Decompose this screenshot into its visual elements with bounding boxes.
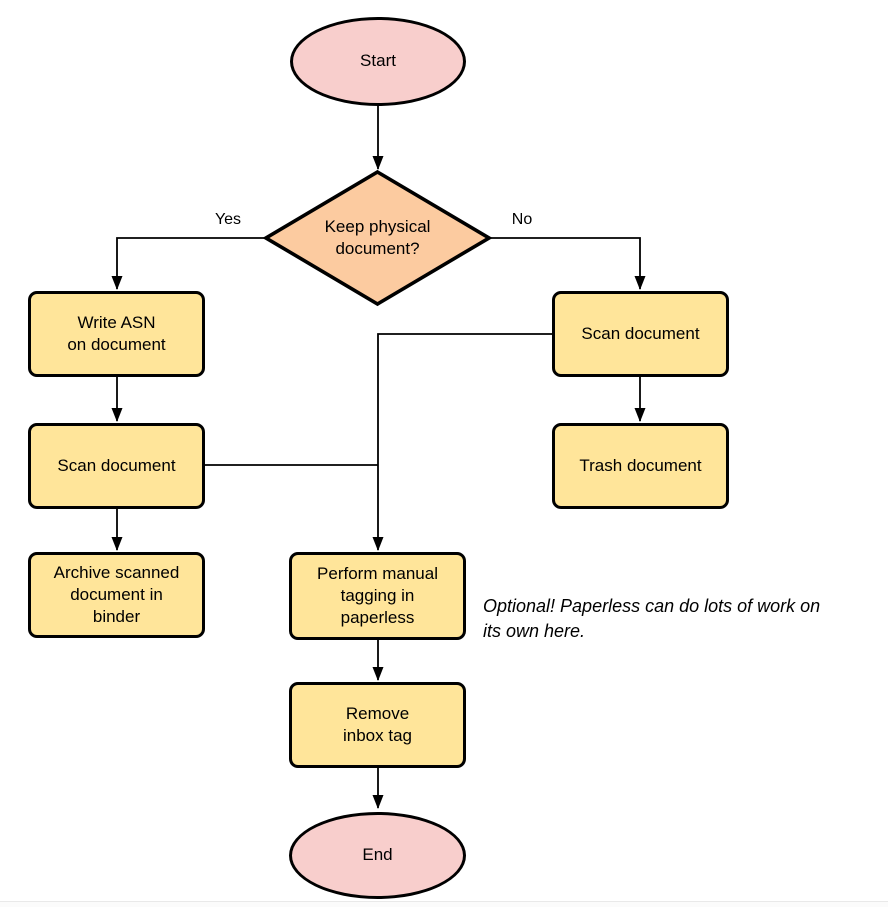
node-label-line: Perform manual — [317, 563, 438, 583]
node-label: End — [362, 845, 393, 865]
node-manual-tagging: Perform manual tagging in paperless — [289, 552, 466, 640]
optional-note-line: Optional! Paperless can do lots of work … — [483, 596, 821, 616]
node-label: Keep physical document? — [263, 169, 492, 307]
node-label-line: Archive scanned — [53, 562, 180, 582]
edge-scan-right-to-tagging — [372, 333, 552, 551]
page-bottom-divider — [0, 901, 888, 902]
diamond-shape — [262, 169, 493, 307]
node-label-line: Scan document — [57, 455, 176, 475]
node-label-line: inbox tag — [343, 726, 412, 745]
node-write-asn: Write ASN on document — [28, 291, 205, 377]
node-remove-inbox-tag: Remove inbox tag — [289, 682, 466, 768]
node-label-line: Trash document — [579, 455, 702, 475]
node-label: Start — [360, 51, 396, 71]
node-label-line: Keep physical — [324, 216, 431, 236]
node-label-line: Scan document — [581, 323, 700, 343]
node-start: Start — [290, 17, 466, 106]
node-decision-keep-physical: Keep physical document? — [262, 169, 493, 307]
node-label-line: binder — [92, 607, 141, 627]
node-label-line: on document — [67, 335, 166, 354]
edge-label-yes: Yes — [214, 211, 242, 228]
edge-decision-no-to-scan-right — [491, 237, 646, 290]
node-label-line: document in — [70, 584, 163, 604]
node-label-line: Write ASN — [77, 312, 156, 332]
node-label-line: paperless — [340, 608, 415, 628]
node-end: End — [289, 812, 466, 899]
optional-note-line: its own here. — [483, 621, 586, 641]
node-label-line: tagging in — [340, 585, 415, 605]
node-trash-document: Trash document — [552, 423, 729, 509]
edge-label-no: No — [511, 211, 533, 228]
node-label-line: Remove — [345, 703, 410, 723]
node-scan-document-right: Scan document — [552, 291, 729, 377]
node-scan-document-left: Scan document — [28, 423, 205, 509]
node-archive-in-binder: Archive scanned document in binder — [28, 552, 205, 638]
optional-note: Optional! Paperless can do lots of work … — [483, 594, 885, 644]
page-bottom-margin — [0, 902, 888, 907]
edge-decision-yes-to-write-asn — [111, 237, 264, 290]
node-label-line: document? — [335, 239, 420, 258]
